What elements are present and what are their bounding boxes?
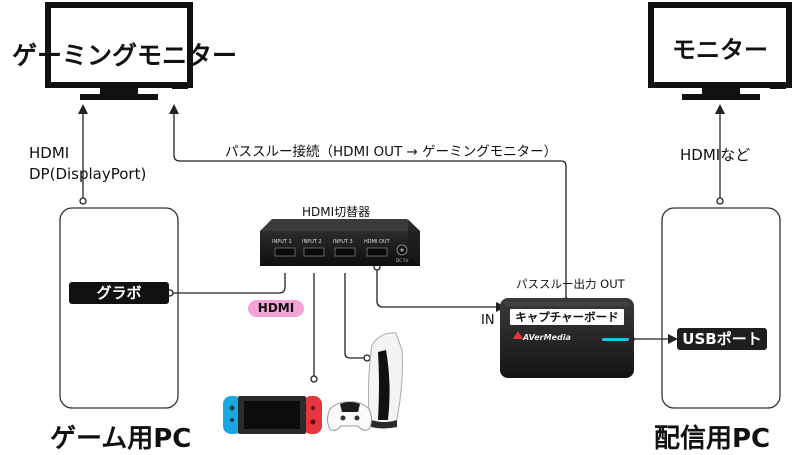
avermedia-logo: AVerMedia: [523, 333, 571, 342]
switcher-port-hdmi-out: HDMI OUT: [364, 239, 390, 245]
gaming-pc-tower: [59, 207, 179, 409]
passthrough-out-label: パススルー出力 OUT: [516, 277, 625, 291]
hdmi-switcher-device: [260, 219, 420, 266]
usb-port-badge: USBポート: [677, 328, 767, 350]
switcher-port-input-1: INPUT 1: [272, 239, 292, 245]
monitor-label: モニター: [672, 36, 768, 64]
capture-led: [602, 338, 629, 341]
hdmi-etc-label: HDMIなど: [680, 146, 751, 164]
switcher-dc-port-label: DC 5V: [396, 258, 409, 263]
streaming-pc-label: 配信用PC: [654, 424, 771, 454]
monitor-icon: [648, 2, 792, 100]
nintendo-switch-icon: [223, 396, 322, 434]
ps5-console-icon: [367, 332, 403, 429]
hdmi-label: HDMI: [29, 144, 70, 162]
hdmi-switcher-label: HDMI切替器: [302, 205, 371, 219]
connection-lines: [82, 112, 721, 377]
gpu-badge: グラボ: [69, 282, 169, 304]
streaming-pc-tower: [661, 207, 781, 409]
gaming-monitor-label: ゲーミングモニター: [12, 41, 238, 70]
displayport-label: DP(DisplayPort): [29, 165, 147, 183]
gaming-pc-label: ゲーム用PC: [50, 424, 192, 454]
arrowheads: [78, 104, 725, 344]
ps5-controller-icon: [327, 401, 372, 431]
gaming-monitor-icon: [45, 2, 193, 100]
switcher-port-input-2: INPUT 2: [302, 239, 322, 245]
in-label: IN: [481, 313, 495, 328]
hdmi-cable-tag: HDMI: [248, 300, 304, 317]
capture-board-label: キャプチャーボード: [510, 309, 624, 325]
passthrough-connection-label: パススルー接続（HDMI OUT → ゲーミングモニター）: [225, 144, 558, 160]
switcher-port-input-3: INPUT 3: [333, 239, 353, 245]
